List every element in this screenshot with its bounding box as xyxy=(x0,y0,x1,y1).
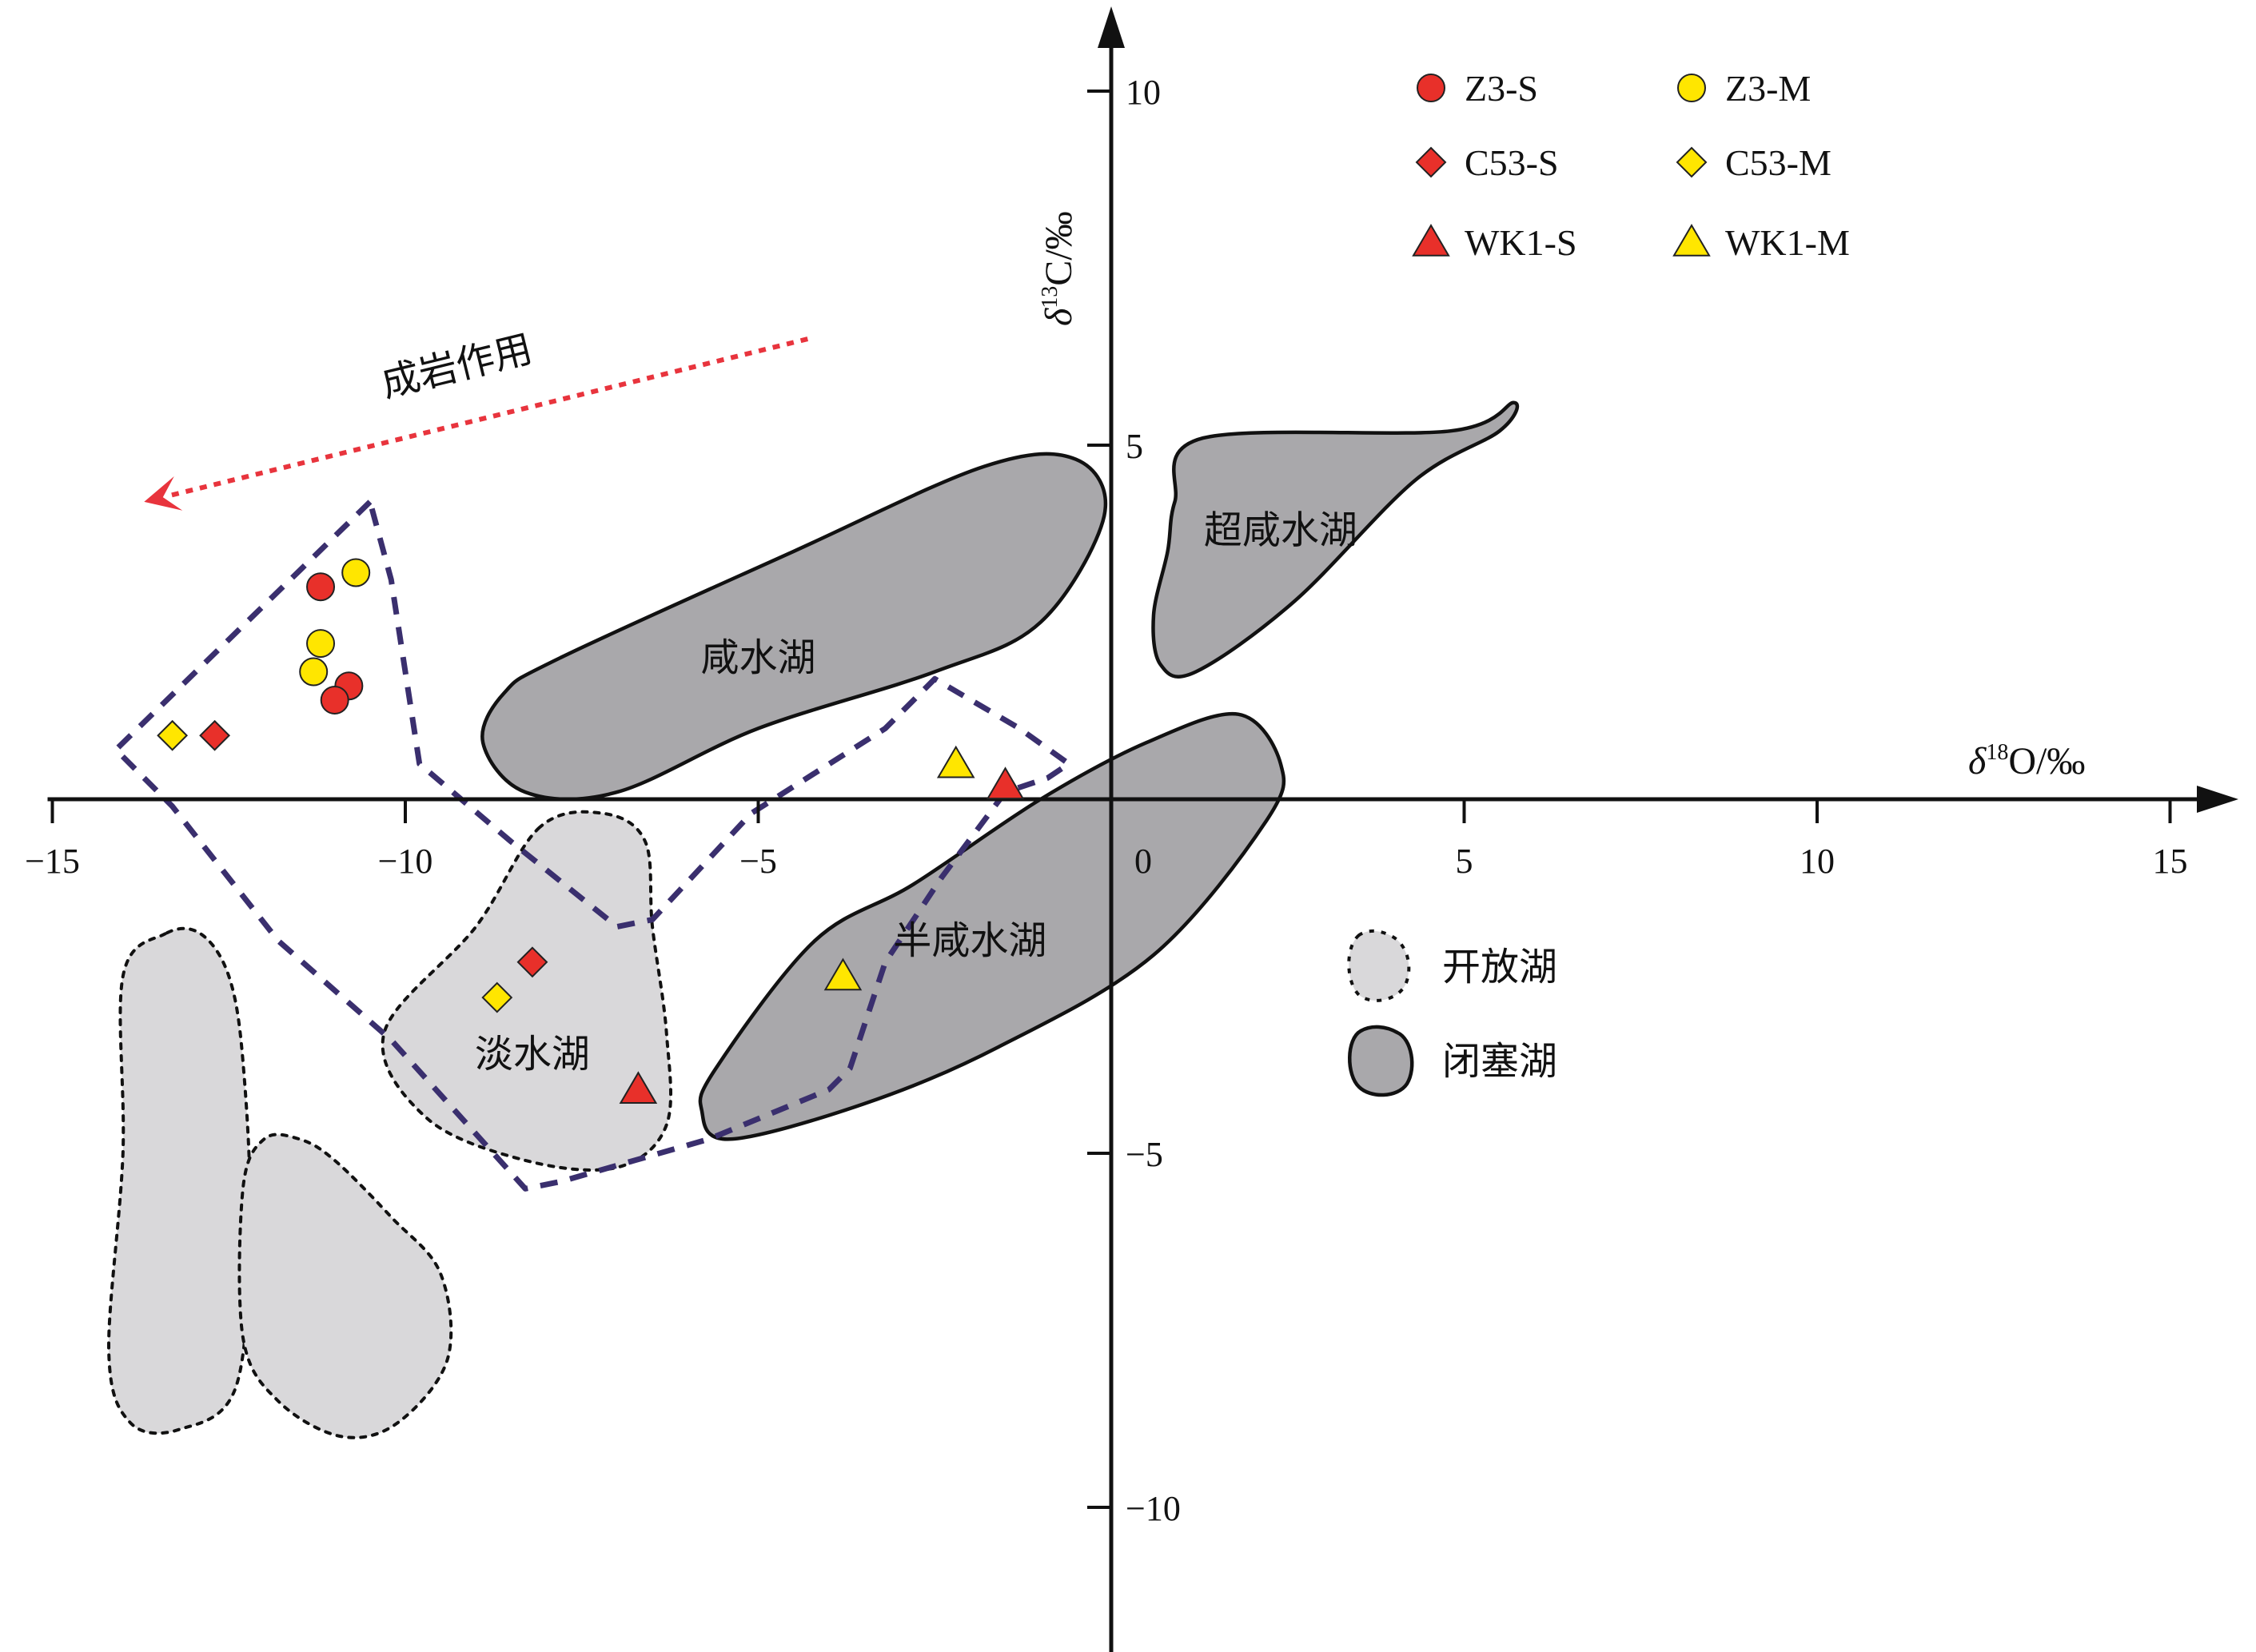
region-legend-label-1: 闭塞湖 xyxy=(1442,1039,1557,1084)
region-label-0: 咸水湖 xyxy=(700,635,815,680)
region-closed-0 xyxy=(480,452,1107,802)
x-tick-label-5: 10 xyxy=(1800,842,1835,881)
point-WK1-S-1 xyxy=(619,1071,658,1105)
x-tick-label-4: 5 xyxy=(1456,842,1473,881)
region-label-2: 半咸水湖 xyxy=(893,918,1046,963)
point-Z3-M-1 xyxy=(306,629,336,659)
legend: Z3-S Z3-M C53-S C53-M WK1-S WK1-M xyxy=(1412,68,1850,263)
region-open-3 xyxy=(381,810,673,1172)
region-label-1: 超咸水湖 xyxy=(1204,508,1357,552)
x-axis-title: δ18O/‰ xyxy=(1968,740,2085,782)
point-WK1-M-1 xyxy=(823,957,863,991)
point-C53-M-0 xyxy=(157,719,189,751)
point-Z3-S-0 xyxy=(306,572,336,602)
region-open-5 xyxy=(237,1133,453,1439)
legend-marker-1 xyxy=(1677,74,1706,102)
region-legend-label-0: 开放湖 xyxy=(1442,945,1557,989)
region-legend-swatch-1 xyxy=(1348,1025,1414,1097)
diagenesis-arrow-label: 成岩作用 xyxy=(377,326,537,406)
x-tick-label-0: −15 xyxy=(25,842,80,881)
legend-label-0: Z3-S xyxy=(1465,68,1538,109)
legend-label-1: Z3-M xyxy=(1725,68,1811,109)
axes: −15 −10 −5 0 5 10 15 10 5 −5 −10 δ18O/‰ δ13C/‰ xyxy=(25,6,2238,1652)
diagenesis-envelope xyxy=(113,499,1072,1192)
point-WK1-S-0 xyxy=(986,766,1025,800)
y-tick-label-3: −10 xyxy=(1126,1489,1181,1528)
y-tick-label-1: 5 xyxy=(1126,427,1143,466)
envelope-0 xyxy=(113,499,1072,1192)
data-points xyxy=(157,558,1025,1105)
diagenesis-arrow-line xyxy=(167,336,809,499)
y-axis-title: δ13C/‰ xyxy=(1038,211,1080,326)
point-WK1-M-0 xyxy=(936,745,975,778)
point-C53-S-1 xyxy=(516,946,548,978)
y-tick-label-2: −5 xyxy=(1126,1135,1163,1174)
region-open-4 xyxy=(107,926,252,1435)
legend-marker-5 xyxy=(1672,224,1711,257)
y-axis-arrowhead xyxy=(1098,6,1125,48)
x-tick-label-6: 15 xyxy=(2153,842,2188,881)
legend-label-3: C53-M xyxy=(1725,142,1832,183)
diagenesis-arrow: 成岩作用 xyxy=(144,326,809,511)
legend-marker-4 xyxy=(1412,224,1450,257)
legend-label-5: WK1-M xyxy=(1725,222,1850,263)
y-ticks: 10 5 −5 −10 xyxy=(1087,73,1181,1528)
point-Z3-S-2 xyxy=(320,685,349,715)
region-label-3: 淡水湖 xyxy=(475,1032,590,1077)
region-legend-swatch-0 xyxy=(1347,929,1411,1002)
lake-regions xyxy=(107,400,1520,1439)
x-tick-label-1: −10 xyxy=(378,842,433,881)
point-Z3-M-2 xyxy=(299,657,329,687)
legend-label-4: WK1-S xyxy=(1465,222,1577,263)
x-tick-label-2: −5 xyxy=(739,842,777,881)
diagenesis-arrow-head xyxy=(144,476,183,511)
point-C53-M-1 xyxy=(481,981,513,1013)
x-tick-label-3: 0 xyxy=(1134,842,1152,881)
point-Z3-M-0 xyxy=(341,558,371,587)
legend-marker-0 xyxy=(1417,74,1445,102)
legend-marker-2 xyxy=(1415,146,1447,178)
x-axis-arrowhead xyxy=(2197,786,2238,813)
region-closed-2 xyxy=(698,711,1286,1141)
point-C53-S-0 xyxy=(199,719,231,751)
legend-label-2: C53-S xyxy=(1465,142,1559,183)
region-closed-1 xyxy=(1151,400,1520,679)
x-ticks: −15 −10 −5 0 5 10 15 xyxy=(25,799,2188,881)
y-tick-label-0: 10 xyxy=(1126,73,1161,112)
legend-marker-3 xyxy=(1676,146,1708,178)
